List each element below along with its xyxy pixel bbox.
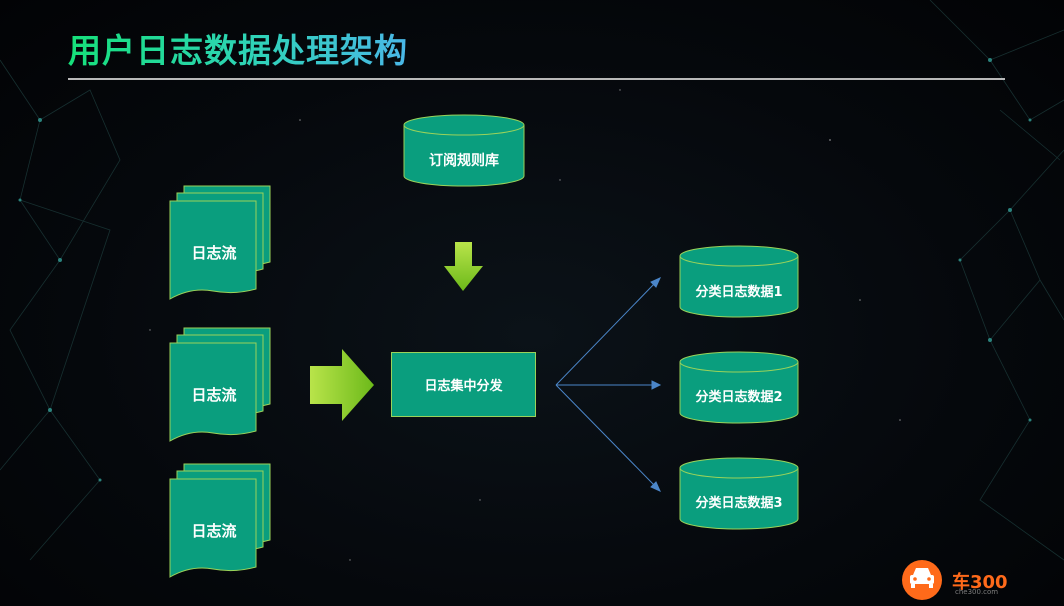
log-stream-3 [169, 463, 271, 578]
classified-db-label: 分类日志数据1 [695, 285, 783, 300]
page-title: 用户日志数据处理架构 [68, 24, 408, 72]
log-stream-label: 日志流 [191, 244, 237, 262]
subscription-rules-db [403, 114, 525, 187]
right-arrow-icon [310, 349, 374, 421]
title-divider [68, 78, 1005, 80]
classified-db-3 [679, 457, 799, 530]
dispatcher-box: 日志集中分发 [391, 352, 536, 417]
log-stream-label: 日志流 [191, 522, 237, 540]
log-stream-1 [169, 185, 271, 300]
classified-db-label: 分类日志数据2 [695, 390, 783, 405]
down-arrow-icon [444, 242, 483, 291]
car-logo-icon [902, 560, 942, 600]
log-stream-label: 日志流 [191, 386, 237, 404]
dispatcher-label: 日志集中分发 [424, 379, 503, 394]
classified-db-1 [679, 245, 799, 318]
log-stream-2 [169, 327, 271, 442]
logo-brand: 车300 [952, 572, 1008, 593]
classified-db-label: 分类日志数据3 [695, 496, 783, 511]
subscription-db-label: 订阅规则库 [429, 153, 499, 169]
connectors [555, 277, 662, 492]
classified-db-2 [679, 351, 799, 424]
logo-url: che300.com [955, 588, 999, 596]
